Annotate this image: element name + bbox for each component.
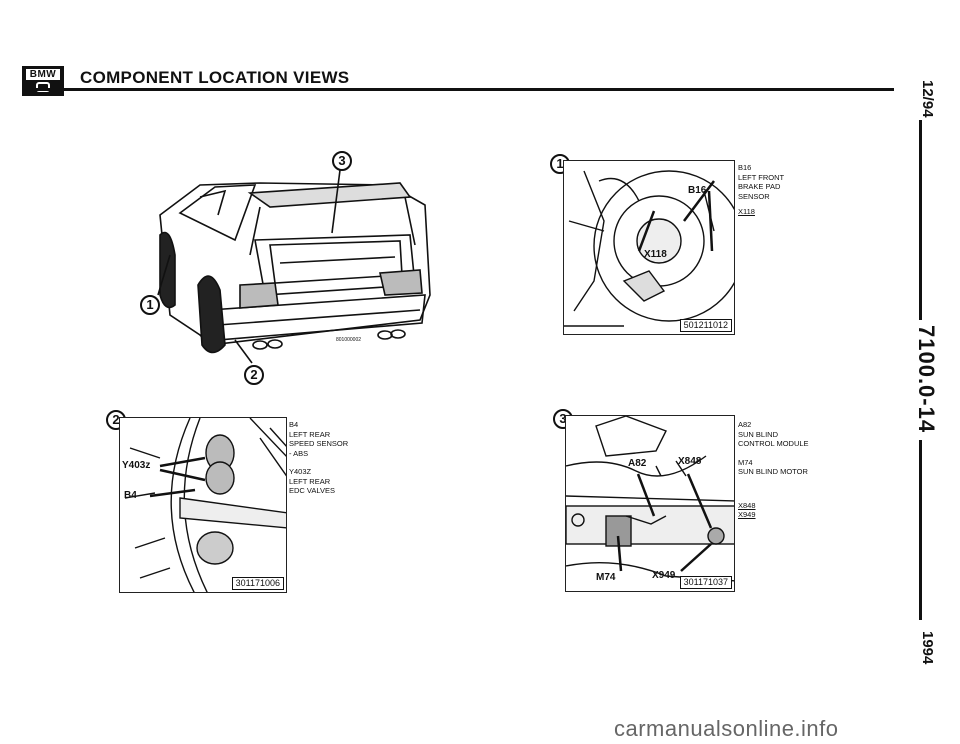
figure-3-caption: A82 SUN BLIND CONTROL MODULE M74 SUN BLI…: [738, 420, 848, 520]
caption-id: A82: [738, 420, 752, 429]
figure-3-label-x848: X848: [678, 456, 702, 467]
figure-1-drawing: [564, 170, 734, 327]
caption-line: LEFT REAR: [289, 476, 331, 486]
header-rule: [22, 88, 894, 91]
figure-1-label-b16: B16: [688, 185, 707, 196]
caption-line: SENSOR: [738, 191, 770, 201]
side-rule-top: [919, 120, 922, 320]
side-year: 1994: [919, 631, 936, 665]
figure-1-label-x118: X118: [644, 249, 667, 260]
figure-3-label-a82: A82: [628, 458, 647, 469]
figure-2-label-b4: B4: [124, 490, 137, 501]
caption-id: X848: [738, 500, 756, 510]
caption-id: Y403z: [289, 467, 312, 476]
caption-line: BRAKE PAD: [738, 182, 781, 191]
caption-id: X118: [738, 207, 755, 216]
car-rear-view-drawing: [157, 169, 431, 364]
figure-1-reference-number: 501211012: [679, 319, 732, 332]
figure-2-reference-number: 301171006: [231, 577, 284, 590]
figure-3-label-m74: M74: [596, 572, 616, 583]
caption-line: CONTROL MODULE: [738, 439, 809, 448]
figure-3-sun-blind-photo: A82 X848 M74 X949 301171037: [565, 415, 735, 592]
bmw-logo-badge: [36, 82, 50, 92]
caption-id: B16: [738, 163, 752, 172]
caption-line: LEFT FRONT: [738, 172, 785, 182]
figure-3-reference-number: 301171037: [679, 576, 732, 589]
caption-line: - ABS: [289, 448, 309, 458]
overview-callout-1: 1: [140, 295, 160, 315]
figure-1-caption: B16 LEFT FRONT BRAKE PAD SENSOR X118: [738, 163, 838, 217]
caption-line: LEFT REAR: [289, 429, 331, 439]
bmw-logo-text: BMW: [26, 69, 60, 80]
caption-id: X949: [738, 510, 756, 519]
caption-id: M74: [738, 457, 753, 467]
caption-line: SUN BLIND: [738, 429, 779, 439]
overview-callout-3: 3: [332, 151, 352, 171]
caption-line: SUN BLIND MOTOR: [738, 467, 808, 476]
caption-id: B4: [289, 420, 299, 429]
figure-2-rear-suspension-photo: Y403z B4 301171006: [119, 417, 287, 593]
watermark-text: carmanualsonline.info: [614, 716, 839, 741]
caption-line: EDC VALVES: [289, 486, 335, 495]
figure-2-label-y403z: Y403z: [122, 460, 151, 471]
overview-car-illustration: 3 1 2 801000002: [140, 145, 440, 390]
overview-image-code: 801000002: [336, 337, 362, 343]
bmw-logo: BMW: [22, 66, 64, 96]
side-rule-bottom: [919, 440, 922, 620]
figure-1-brake-sensor-photo: B16 X118 501211012: [563, 160, 735, 335]
page-title: COMPONENT LOCATION VIEWS: [80, 68, 350, 87]
figure-2-drawing: [124, 418, 286, 592]
caption-line: SPEED SENSOR: [289, 439, 349, 448]
figure-3-label-x949: X949: [652, 570, 676, 581]
overview-callout-2: 2: [244, 365, 264, 385]
side-document-code: 7100.0-14: [914, 325, 939, 434]
figure-3-drawing: [566, 416, 734, 582]
figure-2-caption: B4 LEFT REAR SPEED SENSOR - ABS Y403z LE…: [289, 420, 399, 496]
side-date: 12/94: [919, 80, 936, 118]
